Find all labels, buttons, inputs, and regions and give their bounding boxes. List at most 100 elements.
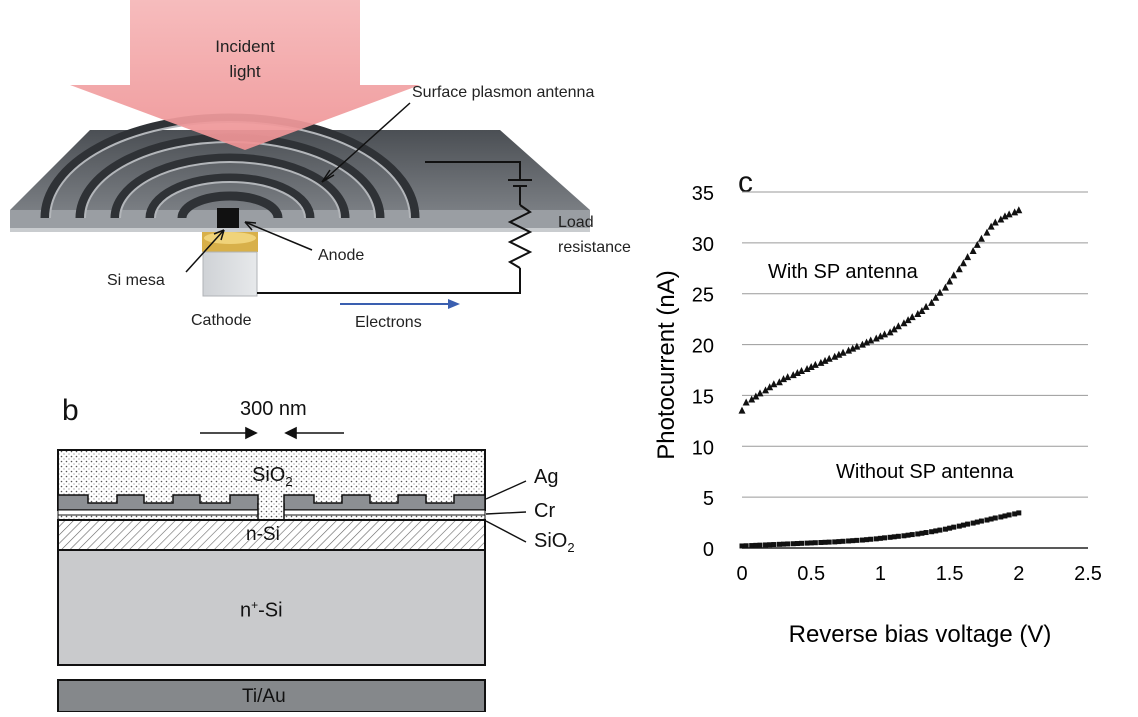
electrons-label: Electrons [355, 314, 422, 331]
data-point-without-sp [895, 533, 901, 539]
data-point-without-sp [832, 539, 838, 545]
data-point-without-sp [799, 540, 805, 546]
data-point-without-sp [739, 543, 745, 549]
data-point-without-sp [923, 530, 929, 536]
data-point-without-sp [840, 538, 846, 544]
electrons-arrow [340, 299, 460, 309]
chart-grid [742, 191, 1088, 498]
data-point-without-sp [919, 530, 925, 536]
data-point-with-sp [825, 354, 833, 362]
data-point-with-sp [1011, 208, 1019, 216]
y-tick-label: 20 [692, 336, 714, 358]
data-point-with-sp [770, 380, 778, 388]
series-without-sp-antenna [739, 510, 1022, 549]
data-point-with-sp [973, 240, 981, 248]
si-mesa-label: Si mesa [107, 272, 165, 289]
data-point-without-sp [877, 535, 883, 541]
data-point-with-sp [941, 283, 949, 291]
data-point-without-sp [808, 540, 814, 546]
x-axis-label: Reverse bias voltage (V) [789, 621, 1052, 648]
anode-block [217, 208, 239, 228]
data-point-with-sp [775, 378, 783, 386]
data-point-with-sp [991, 218, 999, 226]
y-tick-label: 15 [692, 386, 714, 408]
sio2-top-label: SiO2 [252, 464, 293, 489]
data-point-without-sp [1002, 513, 1008, 519]
data-point-without-sp [978, 518, 984, 524]
data-point-with-sp [835, 350, 843, 358]
data-point-with-sp [946, 277, 954, 285]
data-point-without-sp [767, 542, 773, 548]
data-point-without-sp [757, 542, 763, 548]
data-point-without-sp [864, 537, 870, 543]
data-point-without-sp [818, 540, 824, 546]
data-point-with-sp [955, 265, 963, 273]
cathode-label: Cathode [191, 312, 252, 329]
data-point-with-sp [849, 344, 857, 352]
data-point-without-sp [942, 526, 948, 532]
data-point-without-sp [887, 534, 893, 540]
data-point-without-sp [743, 543, 749, 549]
data-point-without-sp [1016, 510, 1022, 516]
data-point-without-sp [812, 540, 818, 546]
data-point-without-sp [763, 542, 769, 548]
data-point-without-sp [901, 533, 907, 539]
data-point-without-sp [859, 537, 865, 543]
data-point-with-sp [738, 406, 746, 414]
data-point-with-sp [839, 348, 847, 356]
y-tick-label: 35 [692, 183, 714, 205]
data-point-without-sp [909, 532, 915, 538]
data-point-without-sp [984, 517, 990, 523]
data-point-without-sp [776, 541, 782, 547]
data-point-with-sp [922, 302, 930, 310]
data-point-with-sp [977, 234, 985, 242]
data-point-with-sp [762, 386, 770, 394]
data-point-without-sp [749, 543, 755, 549]
legend-sio2: SiO2 [534, 530, 575, 555]
data-point-with-sp [803, 364, 811, 372]
data-point-with-sp [894, 322, 902, 330]
data-point-without-sp [822, 539, 828, 545]
data-point-with-sp [950, 271, 958, 279]
data-point-without-sp [790, 541, 796, 547]
y-axis-label: Photocurrent (nA) [653, 270, 680, 459]
x-tick-label: 0 [736, 563, 747, 585]
data-point-without-sp [1012, 511, 1018, 517]
data-point-without-sp [846, 538, 852, 544]
data-point-with-sp [853, 342, 861, 350]
data-point-without-sp [915, 531, 921, 537]
n-si-label: n-Si [246, 524, 280, 545]
data-point-with-sp [890, 325, 898, 333]
data-point-with-sp [959, 259, 967, 267]
series-with-sp-antenna [738, 206, 1023, 414]
data-point-with-sp [858, 340, 866, 348]
data-point-with-sp [918, 307, 926, 315]
data-point-with-sp [811, 360, 819, 368]
data-point-without-sp [826, 539, 832, 545]
panel-a: Incident light Surface plasmon antenna L… [0, 0, 660, 335]
load-resistance-label: Load resistance [558, 214, 631, 256]
data-point-without-sp [992, 515, 998, 521]
panel-b: b 300 nm SiO2 n-Si n+-Si Ti/Au Ag Cr SiO… [0, 390, 640, 713]
anode-label: Anode [318, 247, 365, 264]
data-point-without-sp [965, 521, 971, 527]
circuit-wires [257, 161, 533, 294]
data-point-without-sp [836, 539, 842, 545]
y-tick-label: 10 [692, 437, 714, 459]
data-point-with-sp [1005, 210, 1013, 218]
data-point-with-sp [936, 288, 944, 296]
data-point-with-sp [780, 375, 788, 383]
data-point-with-sp [987, 222, 995, 230]
data-point-with-sp [845, 346, 853, 354]
y-tick-label: 0 [703, 539, 714, 561]
legend-leaders [485, 480, 527, 543]
data-point-without-sp [781, 541, 787, 547]
data-point-with-sp [886, 328, 894, 336]
data-point-without-sp [988, 516, 994, 522]
callout-lines [185, 102, 411, 273]
data-point-without-sp [868, 536, 874, 542]
data-point-with-sp [742, 398, 750, 406]
dimension-arrows [200, 426, 344, 440]
data-point-without-sp [947, 525, 953, 531]
